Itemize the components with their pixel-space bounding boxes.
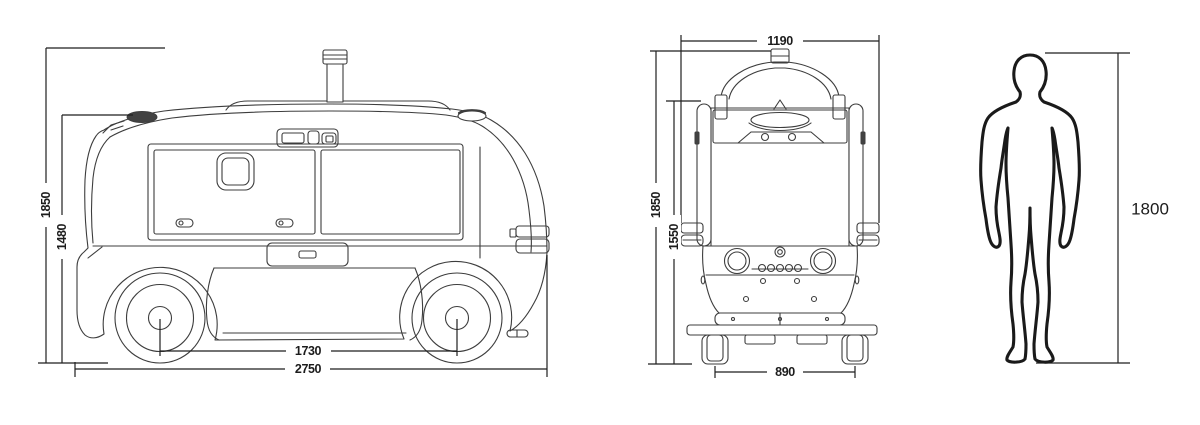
bumper-plate xyxy=(686,324,878,336)
front-wheel-left xyxy=(701,334,729,365)
front-dim-overall-width: 1190 xyxy=(680,34,880,223)
right-rail xyxy=(848,103,864,247)
roof-arch xyxy=(714,61,846,120)
front-top-band xyxy=(712,109,848,144)
side-view-vehicle-drawing xyxy=(76,49,550,364)
left-rail xyxy=(696,103,712,247)
logo-badge-icon xyxy=(774,246,786,258)
human-height-label: 1800 xyxy=(1131,200,1169,219)
door-latch-right xyxy=(275,218,294,228)
front-lidar-mast xyxy=(770,48,790,64)
cargo-door-left xyxy=(153,149,316,235)
front-body-height-label: 1550 xyxy=(667,223,681,250)
side-body-height-label: 1480 xyxy=(55,223,69,250)
side-dim-overall-length: 2750 xyxy=(74,255,548,377)
front-dome-sensor-icon xyxy=(750,111,810,129)
side-view: 1850 1480 1730 2750 xyxy=(38,47,550,377)
front-overall-width-label: 1190 xyxy=(767,34,793,48)
door-window xyxy=(216,152,255,191)
front-lower-marker xyxy=(506,329,529,338)
side-dim-overall-height: 1850 xyxy=(38,47,165,364)
cargo-door-frame xyxy=(147,143,464,241)
front-dim-track-width: 890 xyxy=(714,365,856,379)
body-outline xyxy=(76,103,548,341)
left-rail-tab xyxy=(694,131,700,145)
rear-spoiler-step xyxy=(102,120,125,134)
side-dim-wheelbase: 1730 xyxy=(159,319,458,358)
side-mirror-pod xyxy=(509,225,550,254)
front-mirror-pod-right xyxy=(856,222,880,247)
front-wheel-right xyxy=(841,334,869,365)
rear-sensor-dome-icon xyxy=(126,111,158,123)
right-rail-tab xyxy=(860,131,866,145)
front-lower-face xyxy=(700,245,860,314)
grille-bead-strip xyxy=(751,263,809,273)
lower-recess-panel xyxy=(205,267,424,341)
cargo-door-right xyxy=(320,149,461,235)
body-box xyxy=(710,107,850,247)
rear-pillar-inner xyxy=(90,136,111,244)
side-overall-height-label: 1850 xyxy=(39,191,53,218)
side-wheelbase-label: 1730 xyxy=(295,344,322,358)
headlight-left-icon xyxy=(723,247,751,275)
undercarriage xyxy=(686,312,878,365)
door-latch-left xyxy=(175,218,194,228)
front-view-vehicle-drawing xyxy=(680,48,880,365)
front-sensor-dome-icon xyxy=(457,109,487,122)
roof-peak-mark xyxy=(773,99,787,110)
side-dim-body-height: 1480 xyxy=(55,114,133,363)
headlight-right-icon xyxy=(809,247,837,275)
human-dim-height: 1800 xyxy=(1036,52,1169,364)
sensor-cluster xyxy=(276,128,339,148)
human-silhouette xyxy=(979,53,1081,364)
rear-bumper-crease xyxy=(87,246,103,259)
front-dim-body-height: 1550 xyxy=(666,100,701,364)
lidar-mast xyxy=(322,49,348,103)
front-dim-overall-height: 1850 xyxy=(648,50,771,365)
front-view: 1190 1850 1550 890 xyxy=(648,34,880,379)
access-panel xyxy=(266,242,349,267)
inner-roofline xyxy=(109,110,532,253)
front-overall-height-label: 1850 xyxy=(649,191,663,218)
human-figure-reference: 1800 xyxy=(979,52,1169,364)
front-track-width-label: 890 xyxy=(775,365,795,379)
side-overall-length-label: 2750 xyxy=(295,362,322,376)
